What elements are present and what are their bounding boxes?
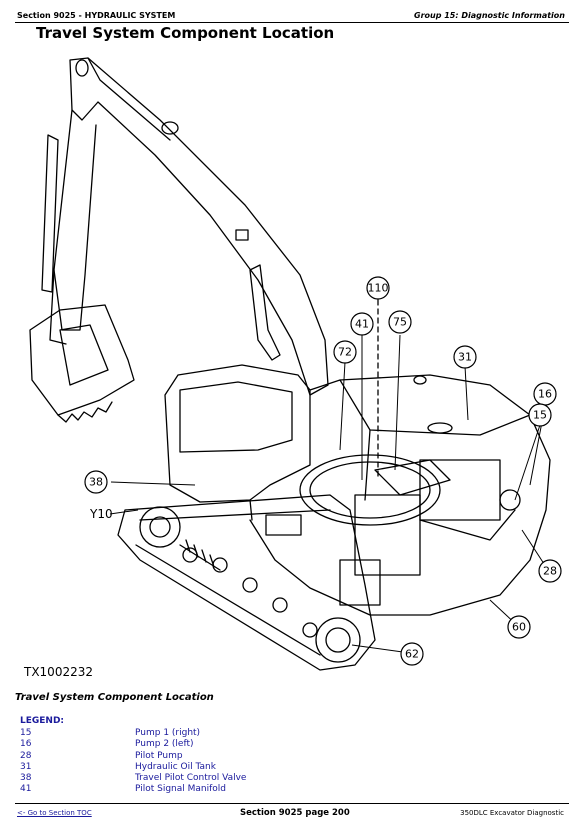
header-section: Section 9025 - HYDRAULIC SYSTEM xyxy=(17,11,176,20)
upper-structure xyxy=(249,374,551,616)
legend-item: 31 Hydraulic Oil Tank xyxy=(20,762,400,773)
callout-28: 28 xyxy=(543,565,557,578)
legend-num: 16 xyxy=(20,739,32,750)
legend-num: 38 xyxy=(20,773,32,784)
arm-cylinder xyxy=(41,134,59,293)
callout-15: 15 xyxy=(533,409,547,422)
legend-item: 41 Pilot Signal Manifold xyxy=(20,784,400,795)
legend-item: 16 Pump 2 (left) xyxy=(20,739,400,750)
header-divider xyxy=(15,22,569,23)
legend-num: 41 xyxy=(20,784,32,795)
legend-item: 38 Travel Pilot Control Valve xyxy=(20,773,400,784)
legend-item: 28 Pilot Pump xyxy=(20,751,400,762)
legend-label: Pilot Signal Manifold xyxy=(135,784,227,795)
sprocket xyxy=(315,617,361,663)
callout-62: 62 xyxy=(405,648,419,661)
legend-label: Hydraulic Oil Tank xyxy=(135,761,216,772)
legend-num: 15 xyxy=(20,728,32,738)
boom-outline xyxy=(69,57,329,396)
callout-16: 16 xyxy=(538,388,552,401)
footer-doc: 350DLC Excavator Diagnostic xyxy=(460,809,564,817)
track-outline xyxy=(117,494,376,671)
footer-divider xyxy=(15,803,569,804)
legend-num: 28 xyxy=(20,750,32,761)
legend-item: 15 Pump 1 (right) xyxy=(20,728,400,739)
front-idler xyxy=(139,506,181,548)
callout-60: 60 xyxy=(512,621,526,634)
legend-num: 31 xyxy=(20,761,32,772)
callout-75: 75 xyxy=(393,316,407,329)
callout-31: 31 xyxy=(458,351,472,364)
legend-list: 15 Pump 1 (right) 16 Pump 2 (left) 28 Pi… xyxy=(20,728,400,796)
boom-cylinder xyxy=(249,264,281,361)
callout-110: 110 xyxy=(368,282,389,295)
page-title: Travel System Component Location xyxy=(36,24,335,42)
callout-41: 41 xyxy=(355,318,369,331)
legend-label: Travel Pilot Control Valve xyxy=(135,773,247,784)
callout-72: 72 xyxy=(338,346,352,359)
footer-page: Section 9025 page 200 xyxy=(240,808,350,818)
section-toc-link[interactable]: <- Go to Section TOC xyxy=(17,809,92,817)
legend-label: Pump 2 (left) xyxy=(135,739,194,750)
arm-outline xyxy=(53,109,97,331)
legend-label: Pump 1 (right) xyxy=(135,728,201,738)
legend-title: LEGEND: xyxy=(20,716,65,726)
header-group: Group 15: Diagnostic Information xyxy=(414,11,565,20)
figure-id: TX1002232 xyxy=(23,665,93,679)
legend-label: Pilot Pump xyxy=(135,750,183,761)
slew-ring xyxy=(299,454,441,526)
y10-label: Y10 xyxy=(89,507,113,521)
excavator-figure: 110 41 75 72 31 16 15 38 28 60 62 Y10 TX… xyxy=(23,57,562,679)
cab-outline xyxy=(164,364,311,503)
figure-caption: Travel System Component Location xyxy=(15,692,214,703)
callout-38: 38 xyxy=(89,476,103,489)
bucket-outline xyxy=(29,304,135,416)
